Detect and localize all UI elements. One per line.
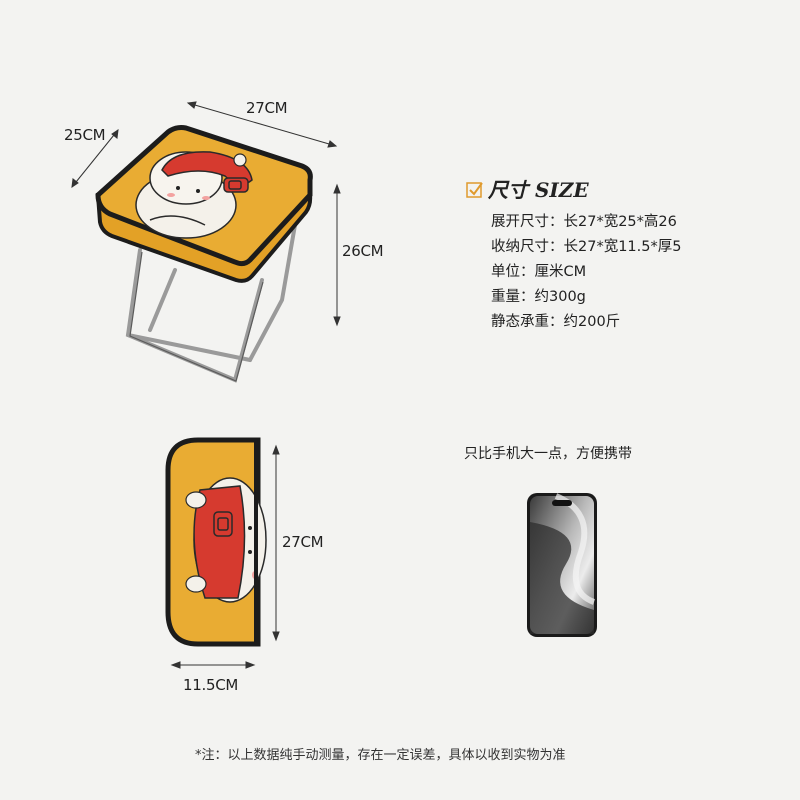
spec-row-load: 静态承重：约200斤 <box>491 310 681 335</box>
folded-height-label: 27CM <box>282 533 324 551</box>
checkbox-icon <box>466 181 483 198</box>
portability-tagline: 只比手机大一点，方便携带 <box>464 446 632 462</box>
spec-value: 长27*宽25*高26 <box>563 214 677 230</box>
spec-row-folded: 收纳尺寸：长27*宽11.5*厚5 <box>491 235 681 260</box>
stool-folded-image <box>165 437 280 669</box>
measurement-footnote: *注：以上数据纯手动测量，存在一定误差，具体以收到实物为准 <box>195 748 566 763</box>
spec-key: 静态承重： <box>491 314 564 330</box>
size-title-text: 尺寸 SIZE <box>488 178 589 202</box>
spec-list: 展开尺寸：长27*宽25*高26 收纳尺寸：长27*宽11.5*厚5 单位：厘米… <box>491 210 681 335</box>
spec-row-unit: 单位：厘米CM <box>491 260 681 285</box>
folded-width-label: 11.5CM <box>183 676 239 694</box>
spec-value: 长27*宽11.5*厚5 <box>563 239 682 255</box>
bear-character-art <box>135 151 253 239</box>
spec-row-unfolded: 展开尺寸：长27*宽25*高26 <box>491 210 681 235</box>
spec-value: 约300g <box>534 289 586 305</box>
spec-key: 展开尺寸： <box>491 214 564 230</box>
phone-icon <box>527 493 597 637</box>
depth-dimension-label: 25CM <box>64 126 106 144</box>
stool-frame-shadow <box>129 251 264 382</box>
stool-unfolded-image <box>71 101 341 383</box>
size-section-title: 尺寸 SIZE <box>466 174 589 203</box>
spec-value: 约200斤 <box>563 314 621 330</box>
folded-bear-art <box>185 477 267 603</box>
height-dimension-label: 26CM <box>342 242 384 260</box>
spec-key: 收纳尺寸： <box>491 239 564 255</box>
spec-row-weight: 重量：约300g <box>491 285 681 310</box>
dimension-lines <box>71 101 341 327</box>
spec-value: 厘米CM <box>534 264 587 280</box>
spec-key: 重量： <box>491 289 535 305</box>
spec-key: 单位： <box>491 264 535 280</box>
folded-dimension-lines <box>170 444 280 669</box>
width-dimension-label: 27CM <box>246 99 288 117</box>
folded-edge <box>254 440 258 644</box>
